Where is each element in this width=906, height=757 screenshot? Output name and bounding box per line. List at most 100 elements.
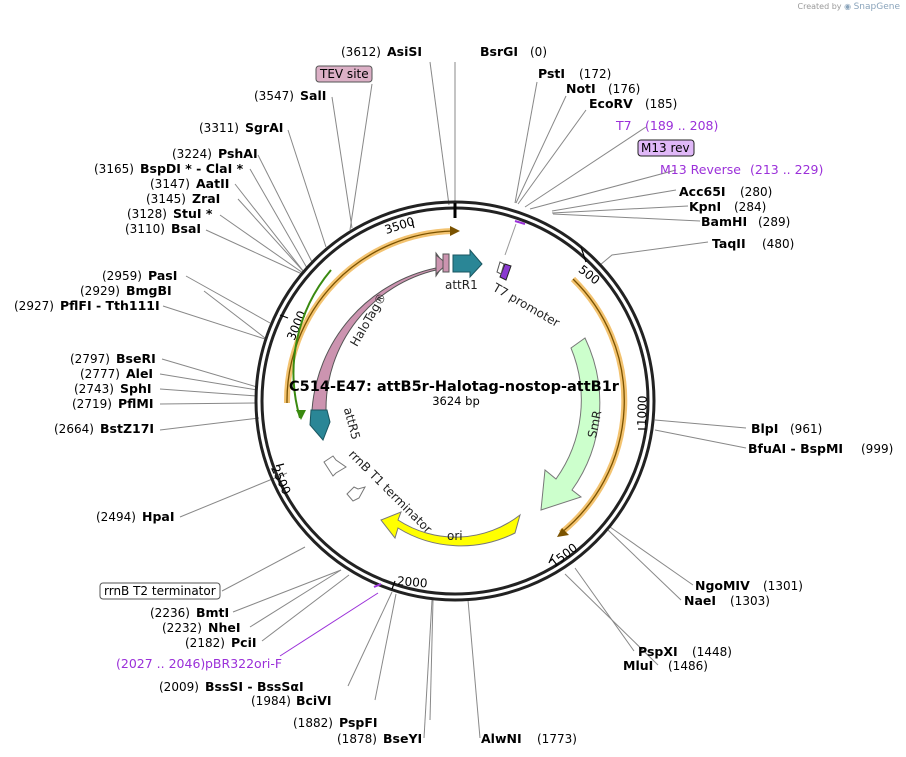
rrnb-t2-arrow xyxy=(346,486,367,502)
site-blpi-name: BlpI xyxy=(751,421,778,436)
site-alwni-pos: (1773) xyxy=(537,732,577,746)
site-noti-pos: (176) xyxy=(608,82,640,96)
site-bcivi-name: BciVI xyxy=(296,693,332,708)
site-pshai-pos: (3224) xyxy=(172,147,212,161)
site-bsssi-pos: (2009) xyxy=(159,680,199,694)
site-bamhi-pos: (289) xyxy=(758,215,790,229)
site-aatii-pos: (3147) xyxy=(150,177,190,191)
t7-promoter-label: T7 promoter xyxy=(490,280,562,330)
site-bmti-name: BmtI xyxy=(196,605,229,620)
rrnb-t2-label: rrnB T2 terminator xyxy=(104,584,216,598)
site-pflmi-pos: (2719) xyxy=(72,397,112,411)
site-bseri-name: BseRI xyxy=(116,351,156,366)
site-bsssi-name: BssSI - BssSαI xyxy=(205,679,304,694)
site-pflfi-pos: (2927) xyxy=(14,299,54,313)
site-bsai-pos: (3110) xyxy=(125,222,165,236)
tick-label-2000: 2000 xyxy=(396,574,428,591)
tick-label-3500: 3500 xyxy=(383,214,416,237)
site-sgrai-name: SgrAI xyxy=(245,120,283,135)
snapgene-logo-icon: ◉ xyxy=(844,2,852,11)
halotag-arrow xyxy=(311,251,445,411)
site-aatii-name: AatII xyxy=(196,176,229,191)
site-sphi-name: SphI xyxy=(120,381,152,396)
tick-label-1000: 1000 xyxy=(635,395,650,426)
site-taqii-pos: (480) xyxy=(762,237,794,251)
site-bcivi-pos: (1984) xyxy=(251,694,291,708)
site-psti-pos: (172) xyxy=(579,67,611,81)
site-acc65i-pos: (280) xyxy=(740,185,772,199)
site-naei-pos: (1303) xyxy=(730,594,770,608)
site-bstz17i-pos: (2664) xyxy=(54,422,94,436)
site-pflfi-name: PflFI - Tth111I xyxy=(60,298,160,313)
ori-label: ori xyxy=(447,529,463,543)
plasmid-title: C514-E47: attB5r-Halotag-nostop-attB1r xyxy=(289,379,620,395)
site-bfuai-name: BfuAI - BspMI xyxy=(748,441,843,456)
site-sali-pos: (3547) xyxy=(254,89,294,103)
snapgene-credit: Created by ◉ SnapGene xyxy=(798,2,901,12)
site-mlui-pos: (1486) xyxy=(668,659,708,673)
site-bspdi-name: BspDI * - ClaI * xyxy=(140,161,244,176)
site-bseyi-name: BseYI xyxy=(383,731,422,746)
site-sali-name: SalI xyxy=(300,88,326,103)
attr1-arrow xyxy=(452,248,483,279)
site-sphi-pos: (2743) xyxy=(74,382,114,396)
site-taqii-name: TaqII xyxy=(712,236,746,251)
m13-rev-label: M13 rev xyxy=(641,141,690,155)
site-bseri-pos: (2797) xyxy=(70,352,110,366)
pbr322ori-primer-name: pBR322ori-F xyxy=(205,656,282,671)
ori-arrow xyxy=(380,511,521,547)
site-pspfi-name: PspFI xyxy=(339,715,378,730)
attr1-label: attR1 xyxy=(445,278,478,292)
site-nhei-name: NheI xyxy=(208,620,241,635)
m13-reverse-primer-name: M13 Reverse xyxy=(660,162,741,177)
restriction-sites: (3612) AsiSI BsrGI (0) PstI (172) NotI (… xyxy=(14,44,893,746)
site-pshai-name: PshAI xyxy=(218,146,258,161)
t7-primer-pos: (189 .. 208) xyxy=(645,118,718,133)
site-pcii-pos: (2182) xyxy=(185,636,225,650)
t7-primer-name: T7 xyxy=(615,118,632,133)
leader-lines xyxy=(159,61,747,739)
site-asisi-pos: (3612) xyxy=(341,45,381,59)
site-noti-name: NotI xyxy=(566,81,596,96)
feature-arcs xyxy=(283,226,628,537)
rrnb-t1-arrow xyxy=(323,455,347,477)
site-acc65i-name: Acc65I xyxy=(679,184,726,199)
site-bmti-pos: (2236) xyxy=(150,606,190,620)
credit-brand: SnapGene xyxy=(853,2,900,12)
features xyxy=(309,220,601,588)
site-pflmi-name: PflMI xyxy=(118,396,154,411)
site-nhei-pos: (2232) xyxy=(162,621,202,635)
plasmid-length: 3624 bp xyxy=(432,394,480,408)
attr5-arrow xyxy=(309,409,331,441)
site-zrai-name: ZraI xyxy=(192,191,220,206)
site-bsrgi-name: BsrGI xyxy=(480,44,518,59)
m13-reverse-primer-pos: (213 .. 229) xyxy=(750,162,823,177)
site-hpai-name: HpaI xyxy=(142,509,175,524)
site-kpni-name: KpnI xyxy=(689,199,721,214)
site-bstz17i-name: BstZ17I xyxy=(100,421,154,436)
site-pspfi-pos: (1882) xyxy=(293,716,333,730)
site-bseyi-pos: (1878) xyxy=(337,732,377,746)
site-kpni-pos: (284) xyxy=(734,200,766,214)
smr-arrow xyxy=(540,337,601,511)
site-pspxi-name: PspXI xyxy=(638,644,678,659)
site-bmgbi-pos: (2929) xyxy=(80,284,120,298)
site-bspdi-pos: (3165) xyxy=(94,162,134,176)
site-stui-name: StuI * xyxy=(173,206,213,221)
boxed-labels: TEV site M13 rev rrnB T2 terminator xyxy=(99,65,695,600)
tev-site-mark xyxy=(442,253,450,273)
site-ecorv-pos: (185) xyxy=(645,97,677,111)
t7-promoter-mark xyxy=(499,263,512,281)
site-bamhi-name: BamHI xyxy=(701,214,747,229)
site-alei-name: AleI xyxy=(126,366,153,381)
site-asisi-name: AsiSI xyxy=(387,44,422,59)
attr5-label: attR5 xyxy=(341,406,363,441)
site-alei-pos: (2777) xyxy=(80,367,120,381)
tev-site-label: TEV site xyxy=(319,67,369,81)
halotag-green-arc xyxy=(292,269,332,419)
site-pcii-name: PciI xyxy=(231,635,257,650)
site-ecorv-name: EcoRV xyxy=(589,96,633,111)
credit-prefix: Created by xyxy=(797,2,842,11)
site-ngomiv-pos: (1301) xyxy=(763,579,803,593)
site-sgrai-pos: (3311) xyxy=(199,121,239,135)
